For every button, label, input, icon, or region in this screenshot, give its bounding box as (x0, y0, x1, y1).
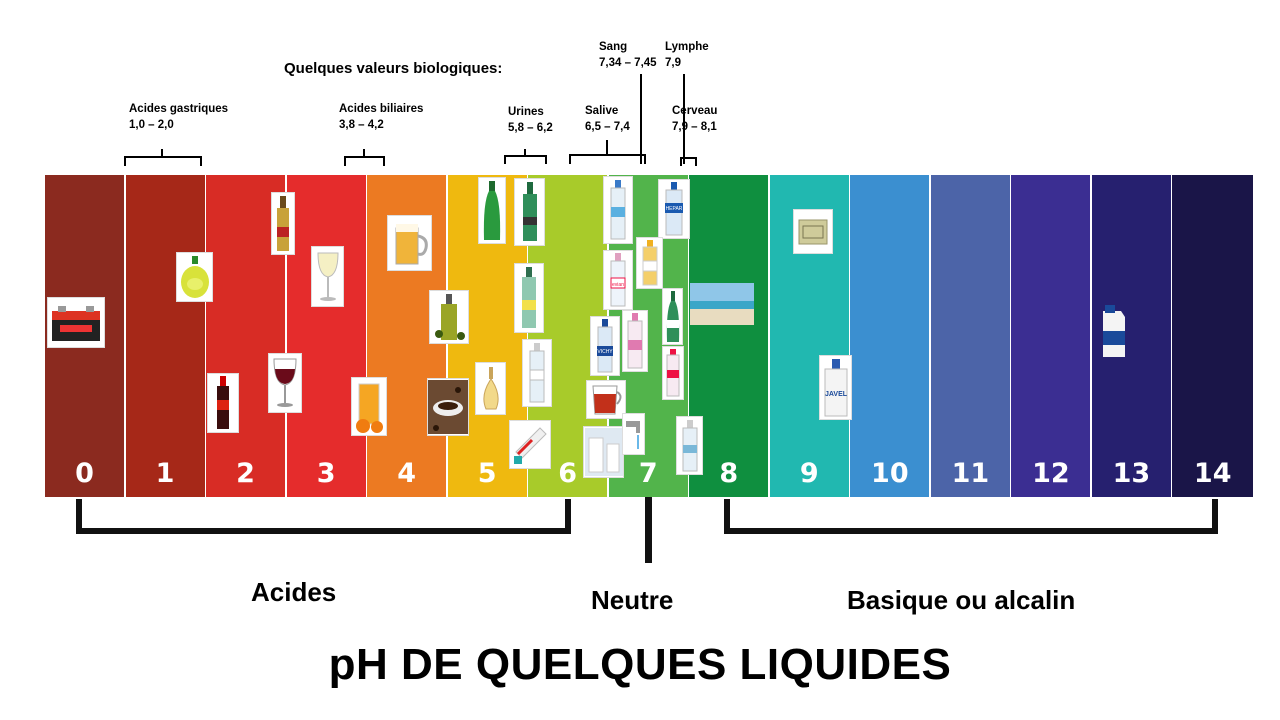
salvetat-bottle-icon (514, 263, 544, 333)
ph-band-number: 13 (1112, 458, 1151, 489)
ph-band-number: 12 (1032, 458, 1070, 489)
vichy-bottle-icon: VICHY (590, 316, 620, 376)
basic-bracket-bar (724, 528, 1218, 534)
hepar-bottle-icon: HEPAR (658, 179, 690, 239)
acid-bracket-right (565, 499, 571, 534)
acid-bracket-left (76, 499, 82, 534)
lemon-juice-icon (176, 252, 213, 302)
acid-label: Acides (251, 577, 337, 607)
detergent-bottle-icon (1097, 303, 1131, 359)
contrex-bottle-icon (622, 310, 648, 372)
vichy-label: VICHY (597, 349, 613, 355)
ph-band-12: 12 (1011, 175, 1091, 497)
olive-oil-icon (429, 290, 469, 344)
red-wine-glass-icon (268, 353, 302, 413)
basic-bracket-left (724, 499, 730, 534)
evian-label: evian (612, 282, 624, 288)
bio-values-heading: Quelques valeurs biologiques: (284, 60, 503, 77)
ph-band-11: 11 (930, 175, 1010, 497)
neutral-marker (645, 497, 652, 563)
bio-lymph: Lymphe 7,9 (665, 39, 709, 71)
white-wine-glass-icon (311, 246, 344, 307)
vinegar-bottle-icon (271, 192, 295, 255)
car-battery-icon (47, 297, 105, 348)
hepar-label: HEPAR (666, 206, 683, 212)
sea-water-icon (690, 283, 754, 325)
bio-saliva-range: 6,5 – 7,4 (585, 121, 630, 133)
ph-band-number: 8 (719, 458, 739, 489)
ph-band-3: 3 (286, 175, 366, 497)
ph-band-number: 10 (871, 458, 909, 489)
ph-band-number: 7 (638, 458, 658, 489)
evian-bottle-icon: evian (603, 250, 633, 310)
cola-bottle-icon (207, 373, 239, 433)
acid-bracket-bar (76, 528, 571, 534)
bracket-brain (680, 157, 697, 166)
basic-label: Basique ou alcalin (847, 585, 1076, 615)
bio-saliva-name: Salive (585, 105, 619, 117)
ph-band-number: 2 (236, 458, 255, 489)
bracket-gastric (124, 149, 202, 166)
beer-mug-icon (387, 215, 432, 271)
water-bottle-icon (522, 339, 552, 407)
bio-urine: Urines 5,8 – 6,2 (508, 104, 553, 136)
ph-band-14: 14 (1172, 175, 1253, 497)
vittel-bottle-icon-2 (662, 346, 684, 400)
ph-band-number: 0 (75, 458, 94, 489)
perrier-bottle-icon (478, 177, 506, 244)
bio-blood: Sang 7,34 – 7,45 (599, 39, 657, 71)
bio-biliary: Acides biliaires 3,8 – 4,2 (339, 101, 423, 133)
bio-lymph-range: 7,9 (665, 57, 681, 69)
water-bottle-icon-2 (603, 176, 633, 244)
bio-lymph-name: Lymphe (665, 41, 709, 53)
bio-gastric: Acides gastriques 1,0 – 2,0 (129, 101, 228, 133)
tap-water-icon (622, 413, 645, 455)
orange-juice-icon (351, 377, 387, 436)
bio-saliva: Salive 6,5 – 7,4 (585, 103, 630, 135)
ph-band-number: 11 (951, 458, 990, 489)
bleach-bottle-icon: JAVEL (819, 355, 852, 420)
bio-brackets (124, 74, 697, 166)
bio-blood-name: Sang (599, 41, 628, 53)
perfume-bottle-icon (475, 362, 506, 415)
page-title: pH DE QUELQUES LIQUIDES (328, 640, 952, 689)
ph-band-number: 3 (316, 458, 336, 489)
bio-blood-range: 7,34 – 7,45 (599, 57, 657, 69)
bio-urine-range: 5,8 – 6,2 (508, 122, 553, 134)
soap-icon (793, 209, 833, 254)
bio-urine-name: Urines (508, 106, 544, 118)
ph-band-number: 5 (477, 458, 497, 489)
badoit-bottle-icon (514, 178, 545, 246)
san-pellegrino-bottle-icon (662, 288, 683, 345)
bio-gastric-range: 1,0 – 2,0 (129, 119, 174, 131)
vittel-bottle-icon (636, 237, 663, 289)
neutral-label: Neutre (591, 585, 674, 615)
bio-gastric-name: Acides gastriques (129, 103, 229, 115)
bio-biliary-range: 3,8 – 4,2 (339, 119, 384, 131)
ph-band-1: 1 (125, 175, 205, 497)
bracket-urine (504, 149, 547, 164)
coffee-cup-icon (427, 378, 469, 436)
water-bottle-icon-3 (676, 416, 703, 475)
ph-band-number: 4 (397, 458, 417, 489)
bracket-biliary (344, 149, 385, 166)
bracket-saliva (569, 140, 646, 164)
ph-band-number: 9 (799, 458, 819, 489)
ph-band-number: 6 (558, 458, 578, 489)
toothpaste-icon (509, 420, 551, 469)
ph-band-10: 10 (850, 175, 930, 497)
milk-icon (583, 426, 624, 478)
tea-glass-icon (586, 380, 626, 419)
ph-band-number: 14 (1193, 458, 1232, 489)
basic-bracket-right (1212, 499, 1218, 534)
bio-biliary-name: Acides biliaires (339, 103, 424, 115)
ph-band-number: 1 (155, 458, 175, 489)
javel-label: JAVEL (824, 391, 847, 398)
